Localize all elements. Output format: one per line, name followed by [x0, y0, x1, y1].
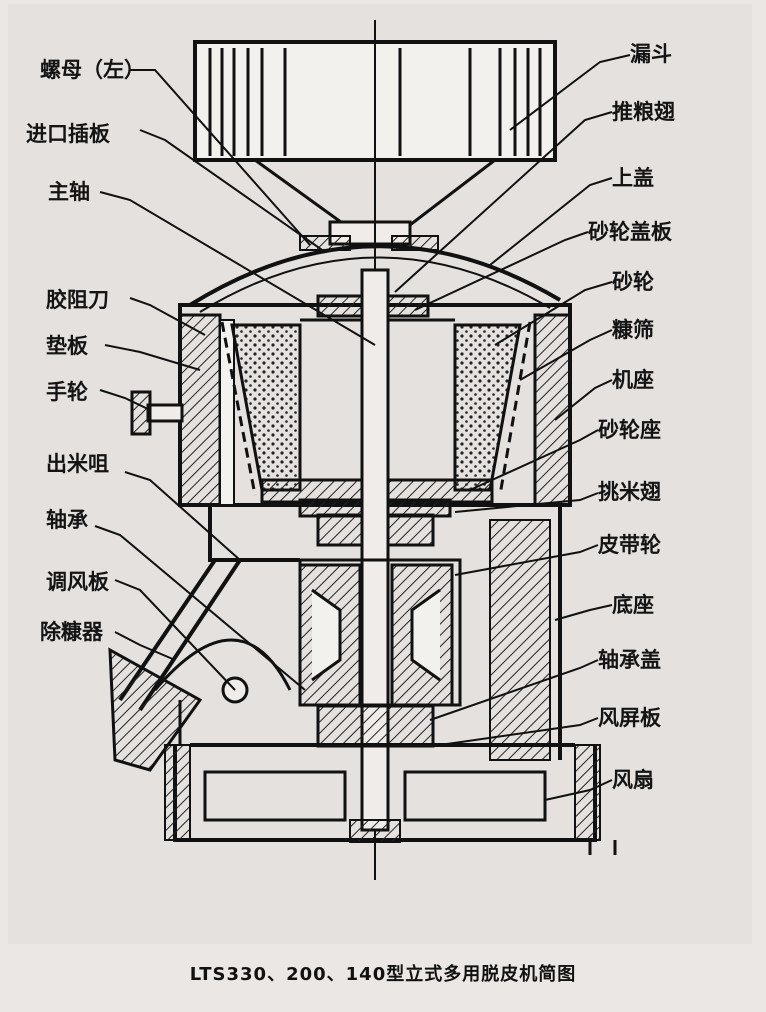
- label-top-cover: 上盖: [612, 166, 654, 190]
- label-hand-wheel: 手轮: [46, 380, 88, 404]
- label-feed-wing: 推粮翅: [612, 100, 675, 124]
- label-bran-screen: 糠筛: [612, 318, 654, 342]
- label-bearing: 轴承: [46, 508, 88, 532]
- label-wind-screen: 风屏板: [598, 706, 661, 730]
- label-main-shaft: 主轴: [48, 180, 90, 204]
- inlet-throat: [299, 220, 439, 251]
- label-air-damper: 调风板: [46, 570, 109, 594]
- bran-screen: [220, 321, 532, 496]
- leader-lines-left: [94, 69, 376, 691]
- label-grinding-wheel: 砂轮: [612, 270, 654, 294]
- label-shim-plate: 垫板: [46, 334, 88, 358]
- label-wheel-seat: 砂轮座: [598, 418, 661, 442]
- label-base: 底座: [612, 593, 654, 617]
- label-pulley: 皮带轮: [598, 533, 661, 557]
- bearing-cap: [190, 704, 575, 748]
- label-rice-wing: 挑米翅: [598, 480, 661, 504]
- pulley: [298, 563, 454, 707]
- label-bearing-cap: 轴承盖: [598, 648, 661, 672]
- label-rice-outlet: 出米咀: [46, 452, 109, 476]
- label-bran-remover: 除糠器: [40, 620, 103, 644]
- label-wheel-cover: 砂轮盖板: [588, 220, 672, 244]
- label-nut-left: 螺母（左）: [40, 58, 145, 82]
- fan-housing: [164, 744, 617, 855]
- leader-lines-right: [394, 54, 631, 801]
- label-fan: 风扇: [612, 768, 654, 792]
- label-rubber-blade: 胶阻刀: [46, 288, 109, 312]
- hand-wheel: [130, 390, 184, 436]
- rice-outlet: [108, 558, 292, 772]
- label-hopper: 漏斗: [630, 42, 672, 66]
- figure-caption: LTS330、200、140型立式多用脱皮机简图: [189, 964, 577, 985]
- label-inlet-gate: 进口插板: [26, 122, 110, 146]
- label-machine-frame: 机座: [612, 368, 654, 392]
